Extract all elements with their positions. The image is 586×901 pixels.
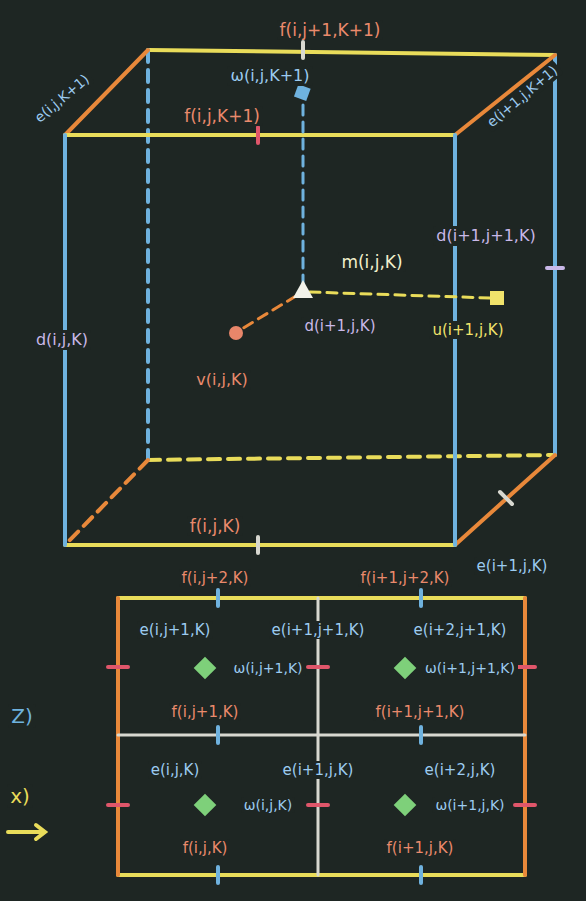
variable-label: e(i+1,j,K): [474, 557, 551, 575]
variable-label: f(i,j,K): [187, 516, 244, 536]
variable-label: Z): [8, 704, 36, 728]
cube-edge: [553, 55, 557, 455]
grid-edge: [118, 873, 525, 877]
variable-label: x): [7, 784, 33, 808]
variable-label: f(i+1,j+2,K): [358, 569, 453, 587]
axis-line: [240, 296, 296, 330]
cube-edge: [455, 455, 555, 545]
cube-edge: [148, 455, 555, 460]
variable-label: e(i,j,K): [148, 761, 203, 779]
grid-edge: [118, 596, 525, 600]
variable-label: e(i+2,j,K): [422, 761, 499, 779]
variable-label: ω(i,j+1,K): [230, 660, 305, 677]
u-point: [490, 291, 504, 305]
axis-line: [302, 100, 305, 285]
variable-label: f(i,j,K+1): [181, 106, 263, 126]
cube-edge: [453, 135, 457, 545]
v-point: [229, 326, 243, 340]
cube-edge: [455, 55, 555, 135]
variable-label: f(i+1,j,K): [384, 839, 457, 857]
cube-edge: [65, 460, 148, 545]
variable-label: f(i,j+1,K+1): [277, 20, 384, 40]
variable-label: e(i+1,j,K): [280, 761, 357, 779]
w-diamonds: [194, 657, 417, 817]
w-point: [294, 84, 311, 101]
variable-label: e(i,j,K+1): [29, 68, 95, 127]
variable-label: e(i+2,j+1,K): [411, 621, 510, 639]
variable-label: d(i+1,j,K): [301, 317, 378, 335]
variable-label: d(i+1,j+1,K): [433, 226, 538, 245]
grid-line: [118, 734, 525, 737]
variable-label: ω(i,j,K): [241, 797, 296, 814]
variable-label: e(i,j+1,K): [137, 621, 214, 639]
cube-edge: [148, 50, 555, 55]
cube-ticks: [57, 42, 563, 553]
variable-label: e(i+1,j+1,K): [269, 621, 368, 639]
variable-label: ω(i+1,j+1,K): [422, 660, 518, 677]
variable-label: u(i+1,j,K): [429, 321, 506, 339]
variable-label: f(i,j+2,K): [179, 569, 252, 587]
variable-label: v(i,j,K): [193, 370, 251, 389]
axis-line: [310, 292, 490, 298]
variable-label: d(i,j,K): [33, 330, 91, 349]
variable-label: ω(i,j,K+1): [227, 66, 312, 85]
variable-label: m(i,j,K): [338, 252, 405, 272]
variable-label: f(i+1,j+1,K): [373, 703, 468, 721]
cube-edge: [146, 50, 150, 460]
e-ticks: [108, 667, 535, 805]
variable-label: ω(i+1,j,K): [432, 797, 507, 814]
axis-arrow: [8, 825, 45, 839]
mass-point: [293, 280, 313, 298]
variable-label: f(i,j+1,K): [169, 703, 242, 721]
variable-label: e(i+1,j,K+1): [481, 60, 563, 132]
variable-label: f(i,j,K): [180, 839, 231, 857]
